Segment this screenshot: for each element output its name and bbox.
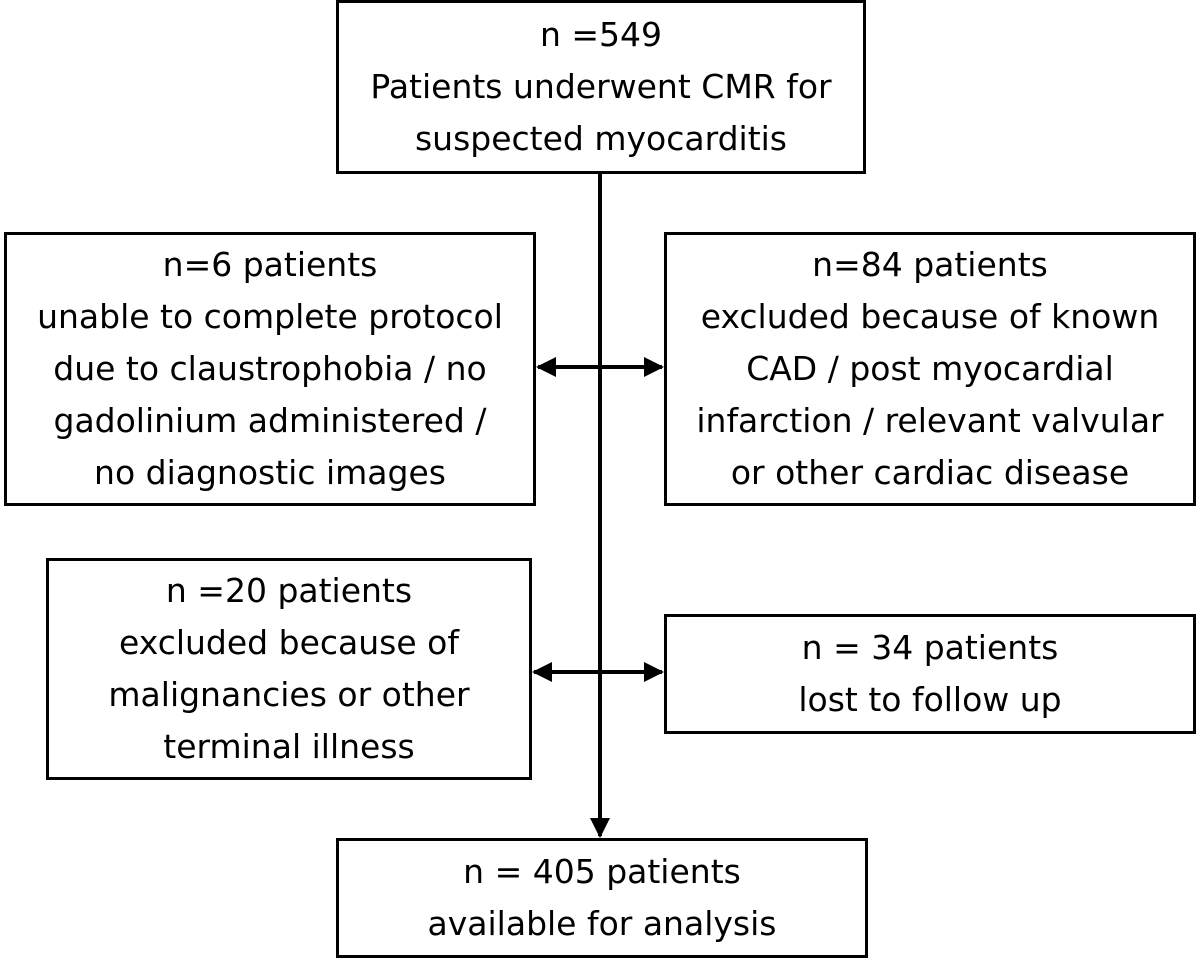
box-text-line: infarction / relevant valvular: [696, 401, 1164, 440]
box-text-line: gadolinium administered /: [53, 401, 487, 440]
box-text-line: n = 34 patients: [801, 628, 1059, 667]
box-text-line: due to claustrophobia / no: [53, 349, 487, 388]
enrollment-box: n =549 Patients underwent CMR for suspec…: [336, 0, 866, 174]
exclusion-box-cardiac-disease: n=84 patients excluded because of known …: [664, 232, 1196, 506]
box-text-line: available for analysis: [427, 904, 777, 943]
box-text-line: n =20 patients: [165, 571, 413, 610]
box-text-line: unable to complete protocol: [37, 297, 503, 336]
box-text-line: n =549: [539, 15, 663, 54]
box-text-line: or other cardiac disease: [730, 453, 1130, 492]
box-text-line: excluded because of known: [700, 297, 1160, 336]
exclusion-box-lost-to-follow-up: n = 34 patients lost to follow up: [664, 614, 1196, 734]
exclusion-box-protocol: n=6 patients unable to complete protocol…: [4, 232, 536, 506]
box-text-line: n=6 patients: [162, 245, 378, 284]
box-text-line: malignancies or other: [108, 675, 470, 714]
box-text-line: no diagnostic images: [94, 453, 446, 492]
box-text-line: Patients underwent CMR for: [370, 67, 832, 106]
analysis-box: n = 405 patients available for analysis: [336, 838, 868, 958]
box-text-line: n = 405 patients: [463, 852, 741, 891]
box-text-line: suspected myocarditis: [414, 119, 787, 158]
box-text-line: excluded because of: [119, 623, 459, 662]
box-text-line: CAD / post myocardial: [746, 349, 1114, 388]
box-text-line: lost to follow up: [798, 680, 1062, 719]
box-text-line: n=84 patients: [812, 245, 1048, 284]
exclusion-box-malignancies: n =20 patients excluded because of malig…: [46, 558, 532, 780]
box-text-line: terminal illness: [163, 727, 415, 766]
